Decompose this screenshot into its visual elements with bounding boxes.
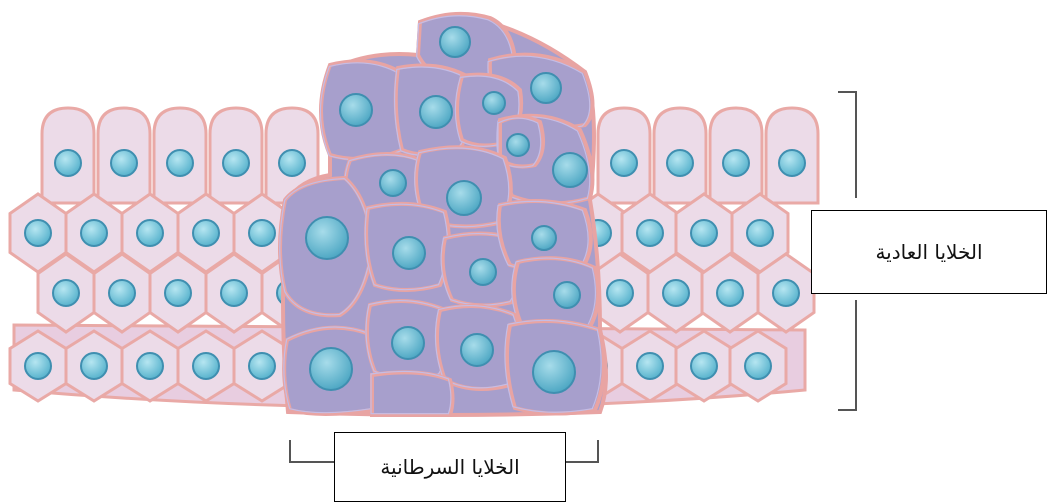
normal-cell: [178, 331, 234, 401]
nucleus: [440, 27, 470, 57]
nucleus: [165, 280, 191, 306]
normal-cell: [622, 331, 678, 401]
normal-cell: [676, 331, 732, 401]
nucleus: [637, 220, 663, 246]
normal-cell: [10, 331, 66, 401]
cancer-cell: [505, 320, 604, 413]
normal-cells-label-text: الخلايا العادية: [875, 240, 982, 264]
cancer-cell: [280, 178, 372, 315]
nucleus: [637, 353, 663, 379]
nucleus: [340, 94, 372, 126]
nucleus: [483, 92, 505, 114]
nucleus: [249, 220, 275, 246]
normal-cell: [154, 108, 206, 203]
nucleus: [25, 220, 51, 246]
nucleus: [461, 334, 493, 366]
cancer-cell: [365, 204, 449, 290]
normal-cell: [710, 108, 762, 203]
cancer-cell: [371, 371, 452, 415]
cancer-cells-group: [280, 14, 606, 415]
nucleus: [420, 96, 452, 128]
nucleus: [55, 150, 81, 176]
nucleus: [717, 280, 743, 306]
nucleus: [747, 220, 773, 246]
nucleus: [380, 170, 406, 196]
cancer-cells-label-text: الخلايا السرطانية: [380, 455, 519, 479]
normal-cell: [42, 108, 94, 203]
nucleus: [193, 353, 219, 379]
nucleus: [81, 220, 107, 246]
normal-cell: [234, 331, 290, 401]
nucleus: [137, 220, 163, 246]
nucleus: [773, 280, 799, 306]
nucleus: [279, 150, 305, 176]
normal-cell: [598, 108, 650, 203]
nucleus: [470, 259, 496, 285]
normal-cell: [766, 108, 818, 203]
normal-cell: [210, 108, 262, 203]
nucleus: [554, 282, 580, 308]
nucleus: [723, 150, 749, 176]
nucleus: [249, 353, 275, 379]
nucleus: [392, 327, 424, 359]
nucleus: [447, 181, 481, 215]
nucleus: [611, 150, 637, 176]
nucleus: [507, 134, 529, 156]
nucleus: [310, 348, 352, 390]
nucleus: [531, 73, 561, 103]
nucleus: [393, 237, 425, 269]
nucleus: [137, 353, 163, 379]
cancer-cells-label: الخلايا السرطانية: [334, 432, 566, 502]
normal-cell: [654, 108, 706, 203]
normal-cell: [122, 331, 178, 401]
nucleus: [81, 353, 107, 379]
normal-cell: [98, 108, 150, 203]
normal-cell: [730, 331, 786, 401]
normal-cell: [66, 331, 122, 401]
nucleus: [533, 351, 575, 393]
nucleus: [532, 226, 556, 250]
nucleus: [691, 353, 717, 379]
nucleus: [667, 150, 693, 176]
nucleus: [691, 220, 717, 246]
nucleus: [53, 280, 79, 306]
nucleus: [193, 220, 219, 246]
cancer-cell: [284, 327, 379, 414]
nucleus: [223, 150, 249, 176]
nucleus: [221, 280, 247, 306]
nucleus: [306, 217, 348, 259]
nucleus: [109, 280, 135, 306]
nucleus: [553, 153, 587, 187]
nucleus: [663, 280, 689, 306]
nucleus: [779, 150, 805, 176]
nucleus: [607, 280, 633, 306]
nucleus: [745, 353, 771, 379]
nucleus: [25, 353, 51, 379]
nucleus: [111, 150, 137, 176]
nucleus: [167, 150, 193, 176]
normal-cells-label: الخلايا العادية: [811, 210, 1047, 294]
